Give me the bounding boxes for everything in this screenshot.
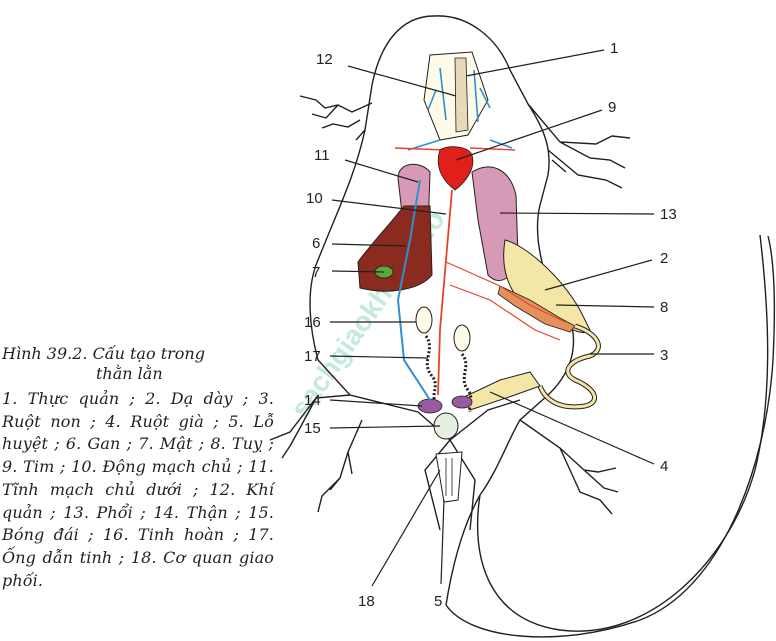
heart <box>437 146 474 191</box>
copulatory-organ <box>435 451 463 503</box>
label-13: 13 <box>660 206 677 223</box>
caption-legend: 1. Thực quản ; 2. Dạ dày ; 3. Ruột non ;… <box>2 389 274 590</box>
large-intestine <box>461 371 541 411</box>
label-6: 6 <box>312 235 320 252</box>
caption-title-line1: Hình 39.2. Cấu tạo trong <box>2 344 205 363</box>
label-9: 9 <box>608 99 616 116</box>
liver <box>357 205 433 292</box>
label-16: 16 <box>304 314 321 331</box>
posterior-vena-cava <box>396 179 431 401</box>
small-intestine <box>538 324 600 409</box>
caption-title: Hình 39.2. Cấu tạo trong thằn lằn <box>2 344 274 384</box>
copulatory-organ-lines <box>445 458 453 496</box>
sperm-duct-left <box>424 335 438 405</box>
label-10: 10 <box>306 190 323 207</box>
label-4: 4 <box>660 458 668 475</box>
caption-title-line2: thằn lằn <box>96 364 163 383</box>
trachea <box>454 57 469 133</box>
label-18: 18 <box>358 593 375 610</box>
label-5: 5 <box>434 593 442 610</box>
mesenteric-arteries <box>445 261 566 341</box>
carotid-arteries <box>394 147 516 151</box>
stomach <box>503 239 591 333</box>
leader-lines <box>329 49 655 587</box>
figure-caption: Hình 39.2. Cấu tạo trong thằn lằn 1. Thự… <box>2 344 274 592</box>
label-12: 12 <box>316 51 333 68</box>
label-17: 17 <box>304 348 321 365</box>
label-1: 1 <box>610 40 618 57</box>
label-8: 8 <box>660 299 668 316</box>
label-14: 14 <box>304 392 321 409</box>
label-15: 15 <box>304 420 321 437</box>
neck-vessels <box>427 67 491 123</box>
aorta <box>437 189 453 396</box>
testis-right <box>453 324 471 352</box>
testis-left <box>415 306 433 334</box>
label-3: 3 <box>660 347 668 364</box>
kidney-right <box>451 395 473 409</box>
label-11: 11 <box>314 147 330 164</box>
label-2: 2 <box>660 250 668 267</box>
label-7: 7 <box>312 264 320 281</box>
